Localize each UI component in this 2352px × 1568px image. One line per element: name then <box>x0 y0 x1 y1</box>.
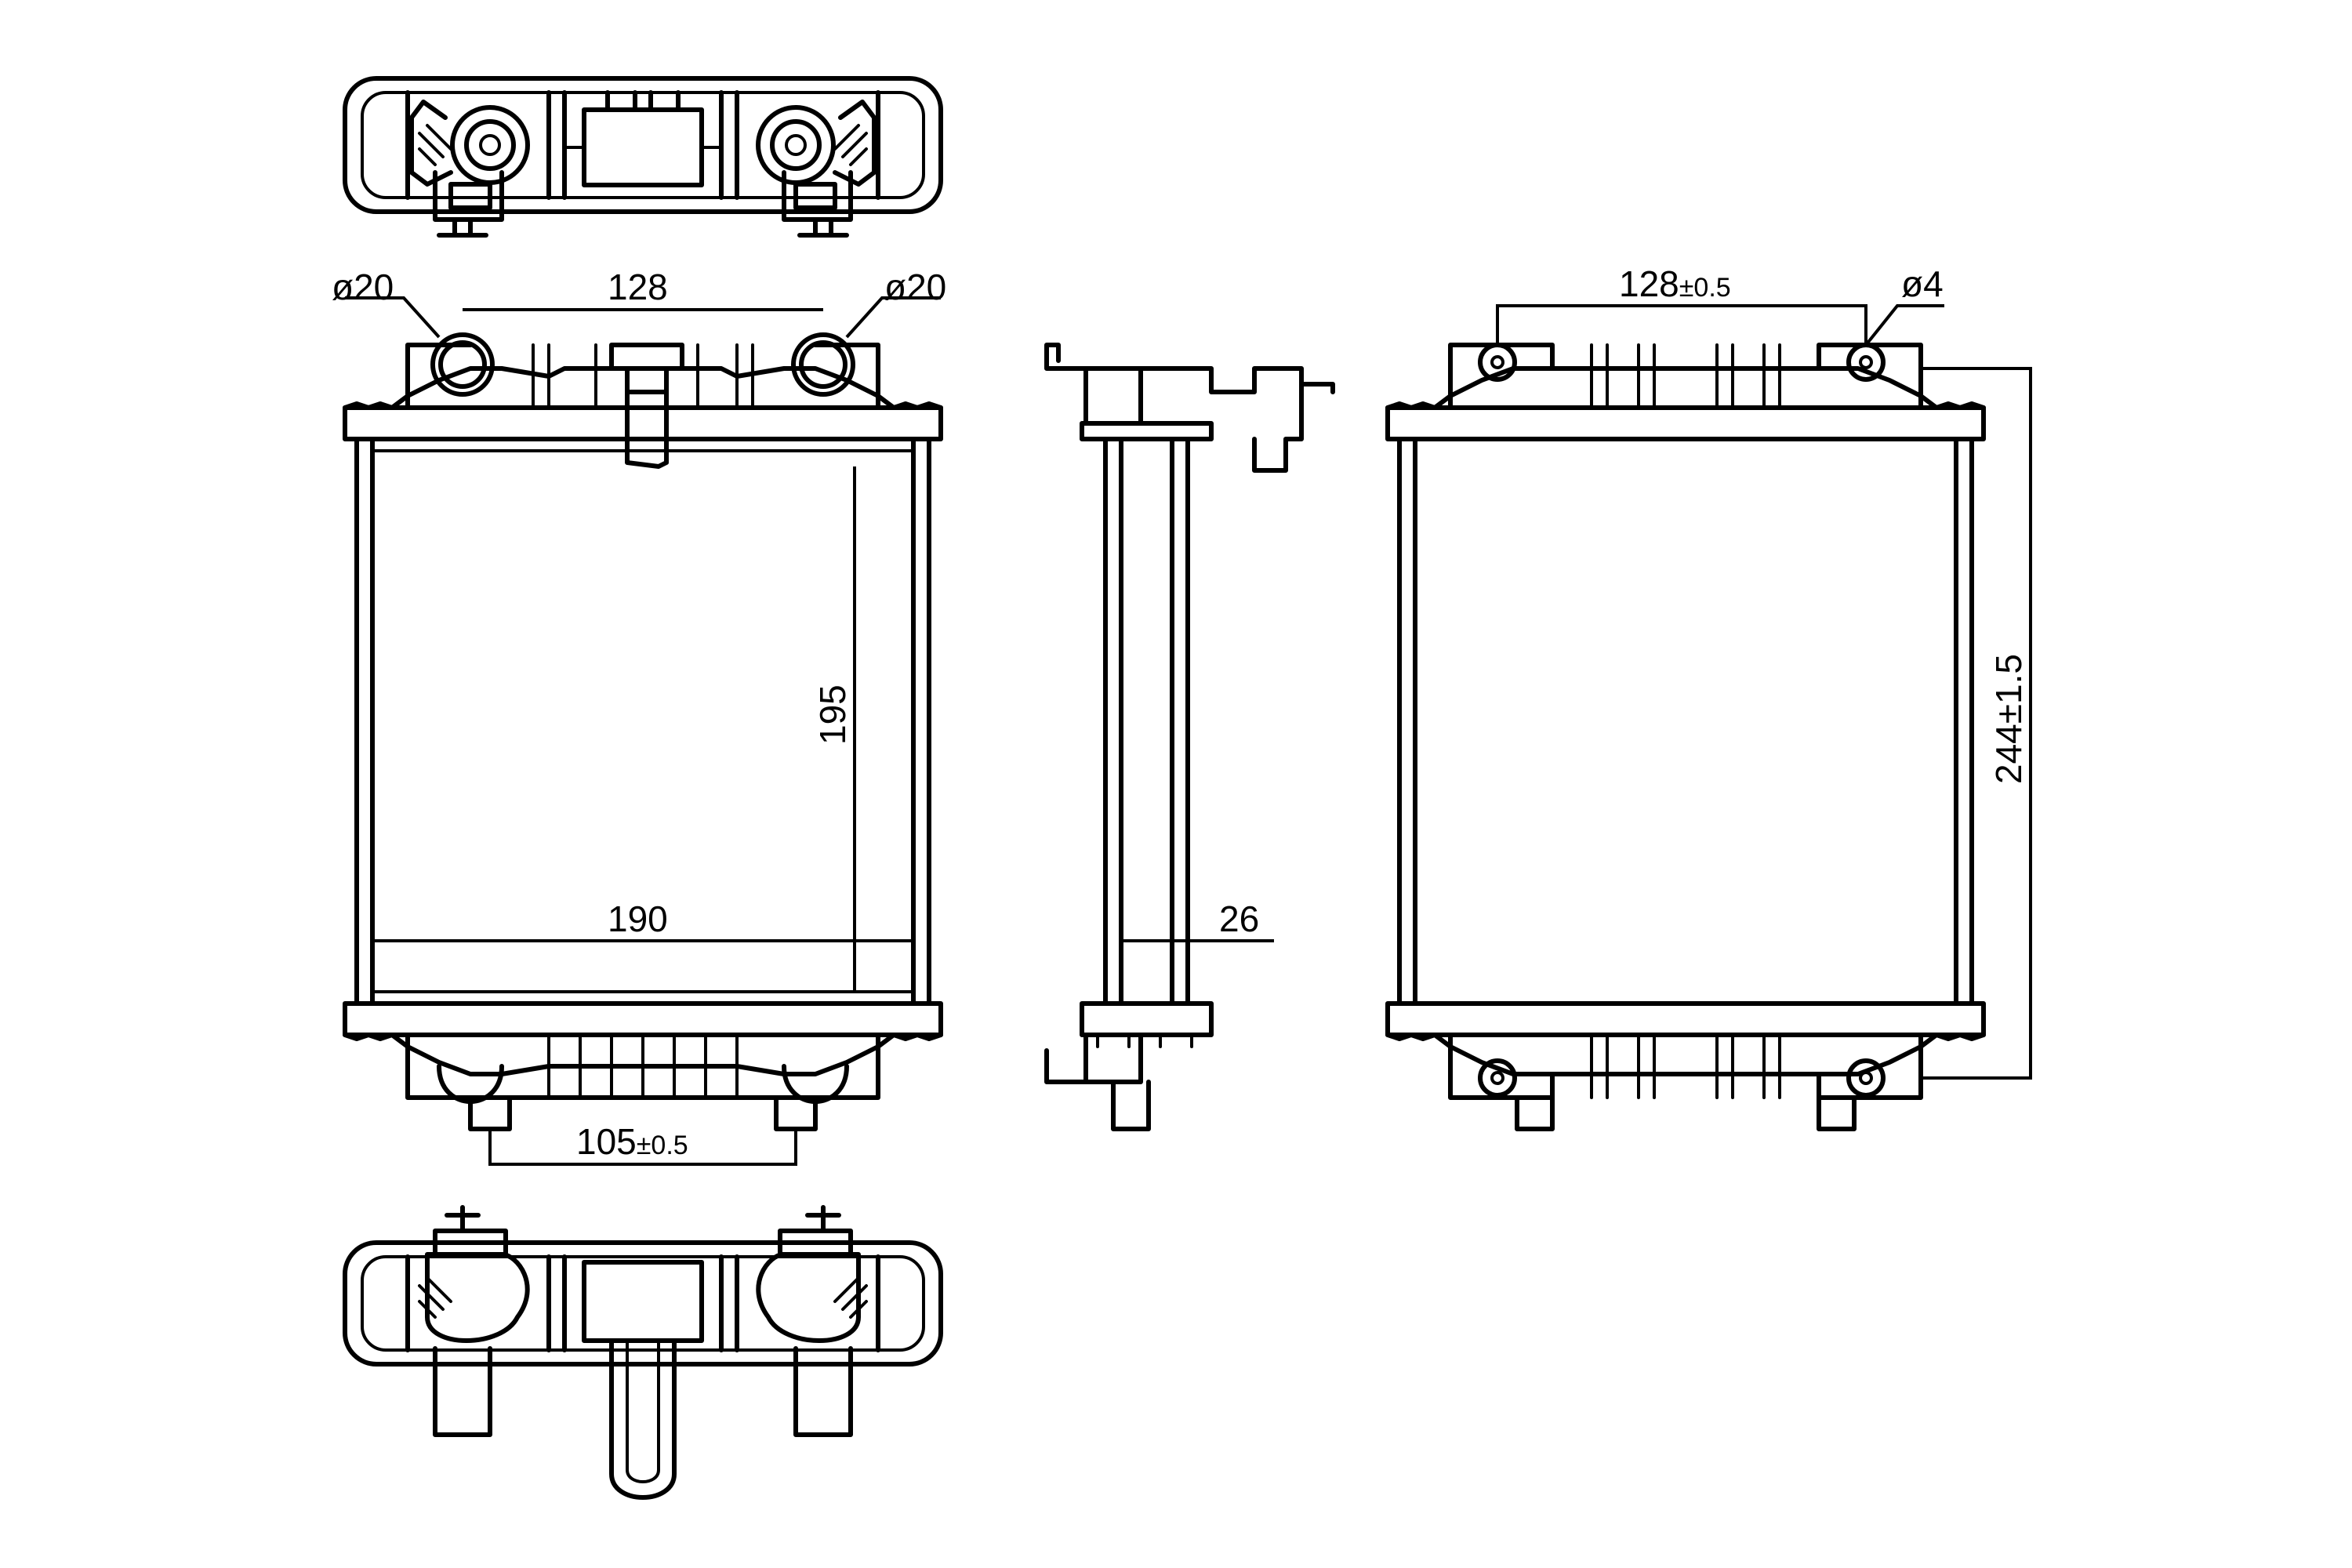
rear-view <box>1385 343 1986 1131</box>
rear-total-height: 244±1.5 <box>1988 654 2029 784</box>
front-bottom-spacing: 105±0.5 <box>576 1121 688 1162</box>
front-right-pipe-dia: ø20 <box>884 267 946 307</box>
bottom-view <box>343 1205 943 1500</box>
front-width: 190 <box>608 898 668 939</box>
dimension-lines <box>345 296 2032 1166</box>
rear-mount-spacing: 128±0.5 <box>1619 263 1731 304</box>
rear-hole-dia: ø4 <box>1901 263 1944 304</box>
top-view <box>343 76 943 238</box>
front-view <box>343 332 943 1131</box>
front-height: 195 <box>812 684 853 745</box>
side-depth: 26 <box>1219 898 1259 939</box>
front-left-pipe-dia: ø20 <box>332 267 394 307</box>
front-pipe-spacing: 128 <box>608 267 668 307</box>
side-view <box>1044 343 1335 1131</box>
dimension-labels: ø20 128 ø20 195 190 105±0.5 26 128±0.5 ø… <box>332 263 2029 1162</box>
